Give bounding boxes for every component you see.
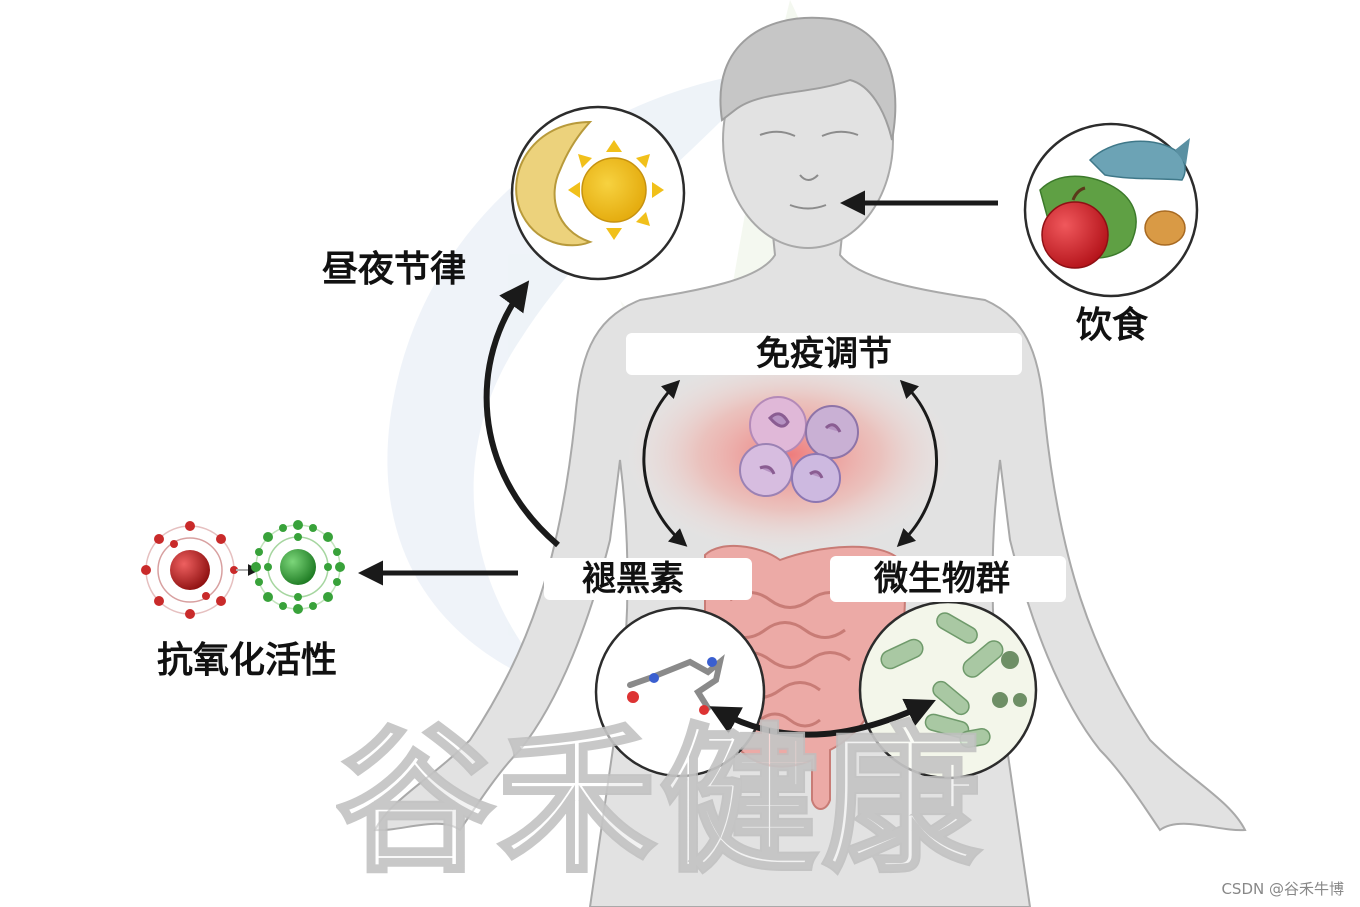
immune-cell — [806, 406, 858, 458]
watermark-text: 谷禾健康 — [336, 712, 1036, 892]
food-icon — [1025, 124, 1197, 296]
label-diet: 饮食 — [1076, 308, 1148, 344]
immune-cell — [792, 454, 840, 502]
label-circadian-rhythm: 昼夜节律 — [322, 252, 466, 288]
red-atom — [141, 521, 238, 619]
source-credit: CSDN @谷禾牛博 — [1221, 878, 1344, 899]
atom-icon — [141, 520, 345, 619]
moon-sun-icon — [512, 107, 684, 279]
label-immune-regulation: 免疫调节 — [626, 333, 1022, 375]
label-antioxidant-activity: 抗氧化活性 — [157, 643, 337, 679]
label-melatonin: 褪黑素 — [544, 558, 752, 600]
green-atom — [251, 520, 345, 614]
label-microbiota: 微生物群 — [830, 556, 1066, 602]
